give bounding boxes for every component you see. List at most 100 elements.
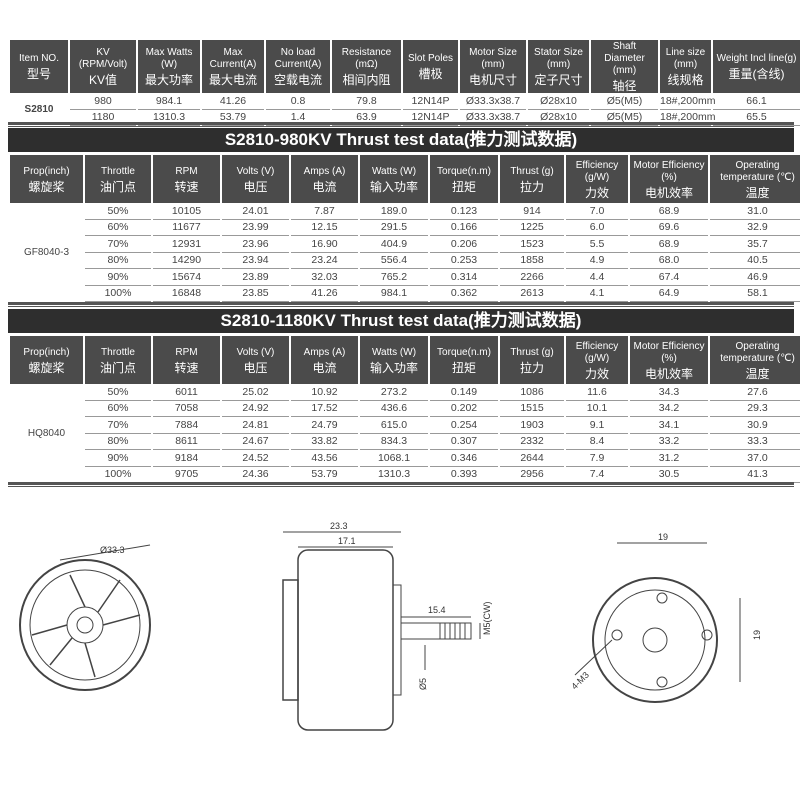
cell: 2332 xyxy=(500,434,564,450)
cell: 0.202 xyxy=(430,401,498,417)
cell: 46.9 xyxy=(710,269,800,286)
cell: 0.362 xyxy=(430,286,498,302)
hole-spacing-x: 19 xyxy=(658,532,668,542)
cell: 24.01 xyxy=(222,203,289,220)
cell: 1.4 xyxy=(266,110,330,126)
column-header: Thrust (g)拉力 xyxy=(500,155,564,203)
cell: 9705 xyxy=(153,467,220,483)
cell: 60% xyxy=(85,401,151,417)
back-view xyxy=(574,542,741,703)
cell: 32.9 xyxy=(710,220,800,236)
column-header: Motor Efficiency (%)电机效率 xyxy=(630,336,708,384)
cell: 8.4 xyxy=(566,434,628,450)
header-en: Thrust (g) xyxy=(510,165,554,177)
cell: 53.79 xyxy=(202,110,264,126)
column-header: Prop(inch)螺旋桨 xyxy=(10,336,83,384)
header-en: Shaft Diameter (mm) xyxy=(604,41,645,76)
cell: 32.03 xyxy=(291,269,358,286)
cell: 34.1 xyxy=(630,417,708,434)
header-cn: 重量(含线) xyxy=(728,67,785,81)
column-header: Operating temperature (℃)温度 xyxy=(710,336,800,384)
header-en: Volts (V) xyxy=(236,165,275,177)
cell: 23.94 xyxy=(222,253,289,269)
cell: 1225 xyxy=(500,220,564,236)
header-en: Watts (W) xyxy=(371,346,417,358)
column-header: Operating temperature (℃)温度 xyxy=(710,155,800,203)
cell: 58.1 xyxy=(710,286,800,302)
cell: 18#,200mm xyxy=(660,110,715,126)
header-cn: 扭矩 xyxy=(451,179,476,194)
cell: 79.8 xyxy=(332,93,401,110)
cell: 68.0 xyxy=(630,253,708,269)
cell: 34.3 xyxy=(630,384,708,401)
mount-holes: 4-M3 xyxy=(569,670,591,692)
header-cn: 最大电流 xyxy=(208,73,257,87)
cell: 6011 xyxy=(153,384,220,401)
cell: 16848 xyxy=(153,286,220,302)
header-cn: 电压 xyxy=(243,179,268,194)
cell: Ø5(M5) xyxy=(591,110,658,126)
header-en: Prop(inch) xyxy=(23,165,70,177)
column-header: Torque(n.m)扭矩 xyxy=(430,336,498,384)
cell: 24.36 xyxy=(222,467,289,483)
header-cn: 输入功率 xyxy=(369,360,418,375)
header-en: Torque(n.m) xyxy=(437,346,491,358)
column-header: Watts (W) 输入功率 xyxy=(360,336,428,384)
cell: 27.6 xyxy=(710,384,800,401)
header-en: Motor Efficiency (%) xyxy=(633,159,705,183)
cell: 0.206 xyxy=(430,236,498,253)
cell: 404.9 xyxy=(360,236,428,253)
cell: 12931 xyxy=(153,236,220,253)
cell: 0.8 xyxy=(266,93,330,110)
cell: Ø5(M5) xyxy=(591,93,658,110)
cell: 24.81 xyxy=(222,417,289,434)
cell: 25.02 xyxy=(222,384,289,401)
header-en: Max Current(A) xyxy=(209,47,257,70)
header-en: Operating temperature (℃) xyxy=(720,159,795,183)
cell: 63.9 xyxy=(332,110,401,126)
header-en: Amps (A) xyxy=(303,346,346,358)
cell: Ø33.3x38.7 xyxy=(460,93,526,110)
cell: 70% xyxy=(85,417,151,434)
cell: 17.52 xyxy=(291,401,358,417)
column-header: Shaft Diameter (mm)轴径 xyxy=(591,40,658,93)
cell: 10.1 xyxy=(566,401,628,417)
prop-name: GF8040-3 xyxy=(23,247,70,258)
header-cn: 拉力 xyxy=(519,360,544,375)
cell: 7.87 xyxy=(291,203,358,220)
header-en: Weight Incl line(g) xyxy=(716,53,797,64)
cell: 4.4 xyxy=(566,269,628,286)
cell: 9184 xyxy=(153,450,220,467)
header-en: Thrust (g) xyxy=(510,346,554,358)
cell: 4.1 xyxy=(566,286,628,302)
column-header: Resistance (mΩ)相间内阻 xyxy=(332,40,401,93)
header-en: Resistance (mΩ) xyxy=(341,47,392,70)
cell: 1310.3 xyxy=(360,467,428,483)
header-cn: 空载电流 xyxy=(273,73,322,87)
cell: 33.2 xyxy=(630,434,708,450)
header-cn: 螺旋桨 xyxy=(28,360,65,375)
side-total-length: 23.3 xyxy=(330,521,348,531)
header-en: Line size (mm) xyxy=(665,47,706,70)
column-header: Motor Efficiency (%)电机效率 xyxy=(630,155,708,203)
header-cn: 定子尺寸 xyxy=(534,73,583,87)
cell: 60% xyxy=(85,220,151,236)
header-en: Efficiency (g/W) xyxy=(575,159,619,183)
cell: 23.24 xyxy=(291,253,358,269)
header-en: Throttle xyxy=(101,346,135,358)
cell: 43.56 xyxy=(291,450,358,467)
cell: 556.4 xyxy=(360,253,428,269)
cell: 1068.1 xyxy=(360,450,428,467)
cell: 4.9 xyxy=(566,253,628,269)
cell: 14290 xyxy=(153,253,220,269)
header-en: No load Current(A) xyxy=(274,47,322,70)
cell: 615.0 xyxy=(360,417,428,434)
cell: 80% xyxy=(85,253,151,269)
